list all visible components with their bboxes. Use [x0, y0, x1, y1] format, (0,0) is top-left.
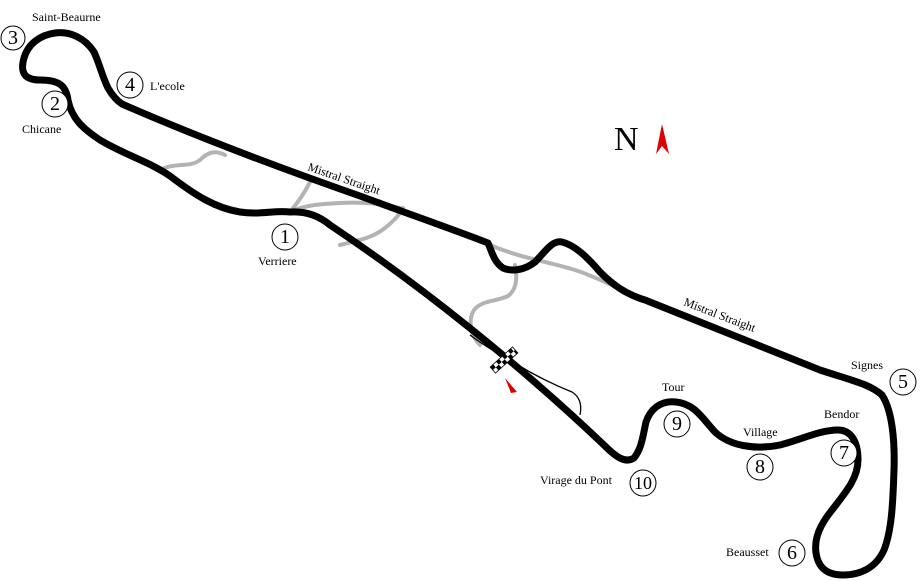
corner-name: Tour: [662, 380, 685, 394]
corner-marker: [746, 453, 774, 481]
corner-marker: [116, 71, 144, 99]
corner-4: 4 L'ecole: [116, 71, 185, 99]
corner-2: 2 Chicane: [22, 90, 69, 136]
corner-number: 2: [50, 93, 60, 115]
corner-marker: [778, 539, 806, 567]
corner-name: Virage du Pont: [540, 473, 613, 487]
corner-name: Bendor: [824, 407, 859, 421]
compass-letter: N: [614, 121, 639, 158]
corner-number: 8: [755, 456, 765, 478]
corner-marker: [663, 410, 691, 438]
corner-marker: [830, 439, 858, 467]
corner-number: 5: [898, 371, 908, 393]
corner-8: 8 Village: [743, 425, 778, 481]
north-arrow-icon: [656, 124, 669, 154]
corner-marker: [271, 223, 299, 251]
corner-7: 7 Bendor: [824, 407, 859, 467]
corner-3: 3 Saint-Beaurne: [0, 10, 101, 51]
corner-marker: [629, 469, 657, 497]
corner-name: Beausset: [726, 545, 769, 559]
main-track: [19, 29, 898, 579]
corner-name: Signes: [851, 358, 883, 372]
corner-marker: [41, 90, 69, 118]
corner-name: Saint-Beaurne: [32, 10, 101, 24]
corner-number: 1: [280, 226, 290, 248]
corner-6: 6 Beausset: [726, 539, 806, 567]
corner-name: Chicane: [22, 122, 61, 136]
direction-arrow-icon: [505, 378, 517, 393]
corner-number: 9: [672, 413, 682, 435]
corner-1: 1 Verriere: [258, 223, 299, 268]
corner-name: Village: [743, 425, 778, 439]
compass: N: [614, 121, 669, 158]
start-finish-flag: [489, 346, 519, 374]
pit-lane: [469, 334, 582, 416]
corner-name: L'ecole: [150, 79, 185, 93]
corner-5: 5 Signes: [851, 358, 917, 396]
corner-10: 10 Virage du Pont: [540, 469, 657, 497]
corner-number: 6: [787, 542, 797, 564]
corner-number: 10: [634, 473, 652, 493]
corner-9: 9 Tour: [662, 380, 691, 438]
corner-marker: [0, 25, 26, 51]
corner-marker: [889, 368, 917, 396]
corner-name: Verriere: [258, 254, 297, 268]
corner-number: 3: [8, 27, 18, 49]
alt-connector-west: [158, 150, 227, 172]
corner-number: 4: [125, 74, 135, 96]
corner-number: 7: [839, 442, 849, 464]
